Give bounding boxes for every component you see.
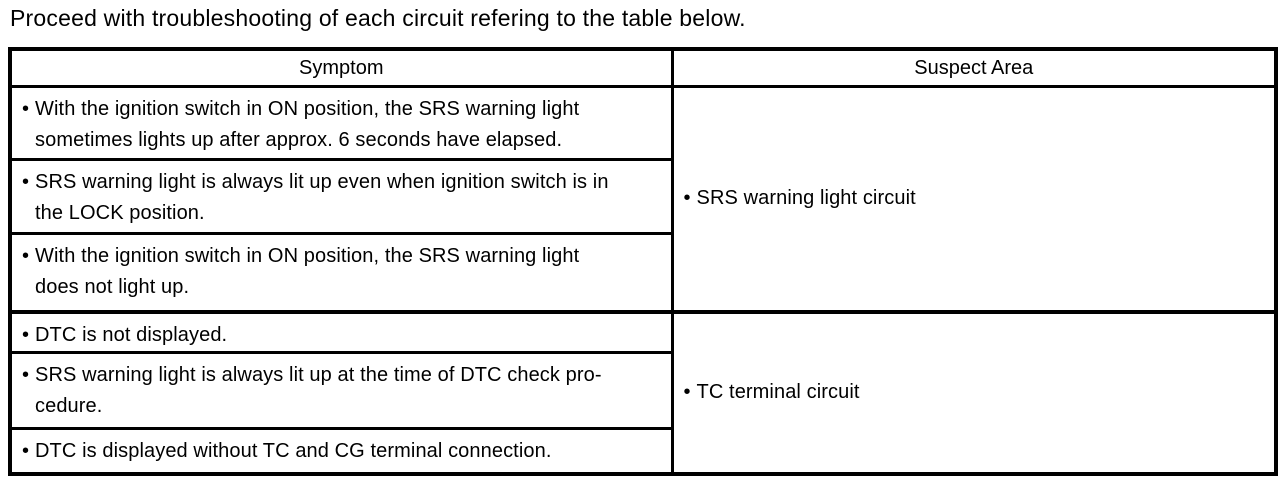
table-header-row: Symptom Suspect Area [8,47,1278,88]
symptom-cell: • DTC is displayed without TC and CG ter… [8,427,674,475]
symptom-cell: • SRS warning light is always lit up at … [8,351,674,430]
symptom-cell: • DTC is not displayed. [8,309,674,354]
suspect-area-text: TC terminal circuit [696,381,860,403]
column-header-symptom: Symptom [8,47,674,88]
symptom-cell: • With the ignition switch in ON positio… [8,85,674,161]
column-header-suspect-area: Suspect Area [670,47,1278,88]
bullet-icon: • [22,98,30,120]
bullet-icon: • [22,323,30,346]
symptom-text: does not light up. [35,276,190,298]
bullet-icon: • [22,171,30,193]
symptom-text: SRS warning light is always lit up even … [35,171,609,193]
symptom-text: sometimes lights up after approx. 6 seco… [35,129,563,151]
symptom-text: the LOCK position. [35,202,205,224]
table-row: • With the ignition switch in ON positio… [8,232,1276,313]
table-row: • DTC is displayed without TC and CG ter… [8,427,1276,475]
symptom-text: DTC is displayed without TC and CG termi… [35,440,552,462]
symptom-cell: • SRS warning light is always lit up eve… [8,158,674,235]
bullet-icon: • [22,245,30,267]
symptom-cell: • With the ignition switch in ON positio… [8,232,674,313]
table-row: • SRS warning light is always lit up at … [8,351,1276,430]
table-row: • SRS warning light is always lit up eve… [8,158,1276,235]
bullet-icon: • [22,364,30,386]
bullet-icon: • [683,187,691,210]
symptom-text: cedure. [35,395,103,417]
bullet-icon: • [22,440,30,462]
table-row: • DTC is not displayed. • TC terminal ci… [8,309,1278,475]
suspect-area-text: SRS warning light circuit [696,187,916,210]
table-row: • With the ignition switch in ON positio… [8,85,1278,313]
symptom-text: SRS warning light is always lit up at th… [35,364,602,386]
bullet-icon: • [683,381,691,403]
symptom-text: With the ignition switch in ON position,… [35,245,580,267]
symptom-text: DTC is not displayed. [35,323,228,346]
page-title: Proceed with troubleshooting of each cir… [10,5,746,31]
suspect-area-cell: • TC terminal circuit [670,309,1278,475]
troubleshooting-table: Symptom Suspect Area • With the ignition… [8,47,1278,476]
symptom-text: With the ignition switch in ON position,… [35,98,580,120]
suspect-area-cell: • SRS warning light circuit [670,85,1278,313]
